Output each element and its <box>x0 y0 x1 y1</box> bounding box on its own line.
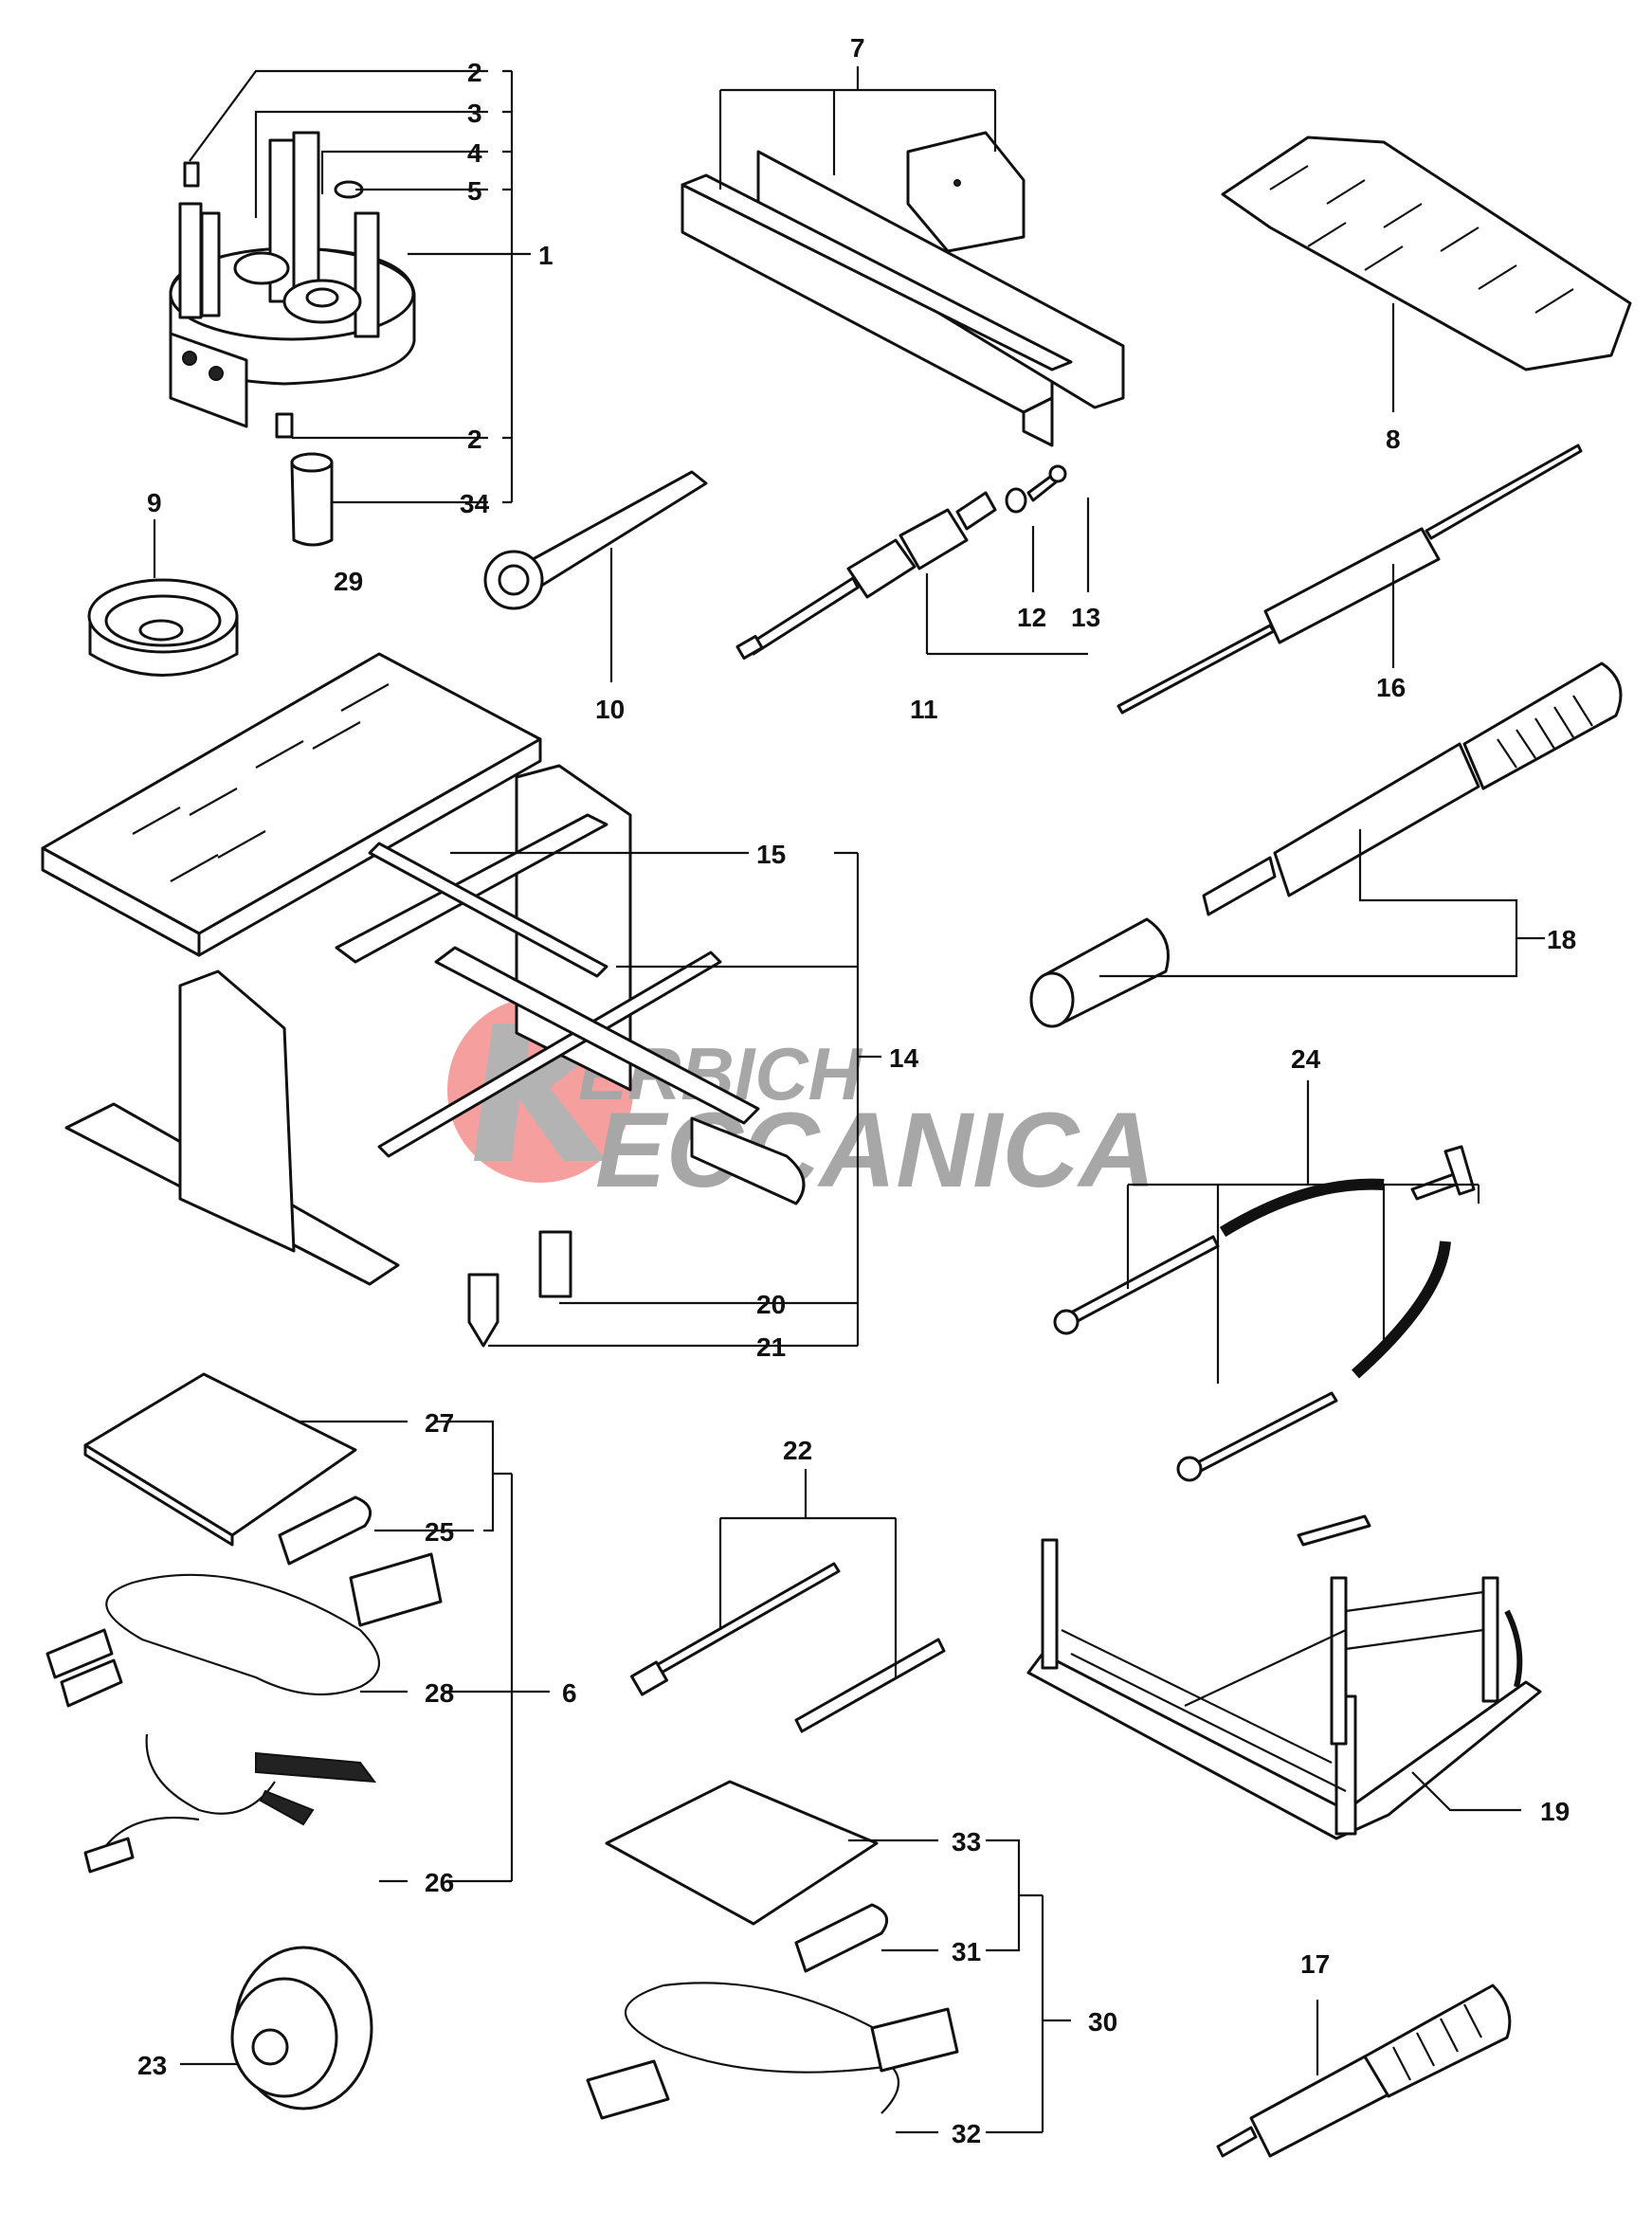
part-9-cup <box>87 578 239 677</box>
callout-14: 14 <box>889 1043 919 1073</box>
callout-25: 25 <box>425 1517 454 1547</box>
callout-8: 8 <box>1386 425 1401 454</box>
watermark-logo-k <box>474 1023 630 1161</box>
callout-30: 30 <box>1088 2007 1117 2037</box>
callout-32: 32 <box>952 2119 981 2148</box>
callout-17: 17 <box>1300 1949 1330 1979</box>
callout-10: 10 <box>595 695 625 724</box>
part-23-knob <box>230 1946 373 2110</box>
part-29-plate <box>41 652 542 957</box>
callout-26: 26 <box>425 1868 454 1897</box>
callout-2-top: 2 <box>467 58 482 87</box>
part-26-clamp-cable <box>83 1733 377 1874</box>
callout-2-bottom: 2 <box>467 425 482 454</box>
callout-1: 1 <box>538 241 554 270</box>
callout-15: 15 <box>756 840 786 869</box>
callout-29: 29 <box>334 567 363 596</box>
part-28-cable <box>45 1552 443 1708</box>
part-27-manual <box>83 1372 357 1547</box>
callout-labels: 2 3 4 5 1 2 34 9 29 7 8 10 12 13 11 16 1… <box>137 33 1576 2148</box>
part-18-knurled-tool <box>1029 661 1623 1028</box>
callout-13: 13 <box>1071 603 1100 632</box>
part-17-knurled-pin <box>1216 1983 1512 2158</box>
part-33-manual <box>605 1780 879 1926</box>
callout-18: 18 <box>1547 925 1576 954</box>
callout-16: 16 <box>1376 673 1406 702</box>
callout-20: 20 <box>756 1290 786 1319</box>
callout-27: 27 <box>425 1408 454 1438</box>
callout-28: 28 <box>425 1678 454 1708</box>
part-31-usb <box>794 1903 889 1973</box>
callout-34: 34 <box>460 489 490 518</box>
callout-24: 24 <box>1291 1044 1321 1074</box>
part-19-frame <box>1026 1514 1542 1840</box>
callout-9: 9 <box>147 488 162 517</box>
part-8-bracket-plate <box>1221 136 1632 371</box>
callout-33: 33 <box>952 1827 981 1857</box>
callout-22: 22 <box>783 1436 812 1465</box>
callout-23: 23 <box>137 2051 167 2080</box>
part-22-rods <box>630 1562 946 1733</box>
callout-19: 19 <box>1540 1797 1570 1826</box>
watermark-line2: ECCANICA <box>595 1091 1155 1209</box>
part-7-rails <box>681 131 1125 447</box>
callout-12: 12 <box>1017 603 1046 632</box>
part-14-stand <box>64 764 806 1348</box>
callout-21: 21 <box>756 1332 786 1362</box>
part-16-rod <box>1116 444 1583 715</box>
callout-7: 7 <box>850 33 865 63</box>
callout-5: 5 <box>467 176 482 206</box>
part-11-puller <box>735 464 1067 661</box>
leader-lines <box>153 66 1545 2134</box>
callout-6: 6 <box>562 1678 577 1708</box>
part-10-wrench <box>483 470 708 610</box>
part-1-fixture-plate <box>169 131 416 547</box>
callout-3: 3 <box>467 99 482 128</box>
callout-31: 31 <box>952 1937 981 1966</box>
part-25-usb <box>278 1495 372 1566</box>
callout-11: 11 <box>910 695 938 724</box>
callout-4: 4 <box>467 138 482 168</box>
part-32-cable <box>586 1982 959 2120</box>
